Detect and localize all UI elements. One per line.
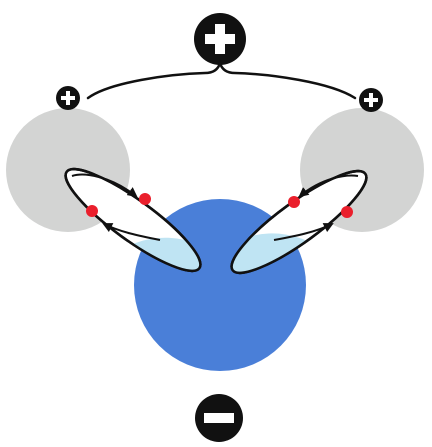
hydrogen-right-positive-charge-icon [359,88,383,112]
overall-positive-charge-icon [194,13,246,65]
electron-left-inner [139,193,151,205]
electron-right-inner [288,196,300,208]
electron-left-outer [86,205,98,217]
hydrogen-left-positive-charge-icon [56,86,80,110]
oxygen-negative-charge-icon [195,394,243,442]
positive-region-bracket [88,63,355,98]
electron-right-outer [341,206,353,218]
